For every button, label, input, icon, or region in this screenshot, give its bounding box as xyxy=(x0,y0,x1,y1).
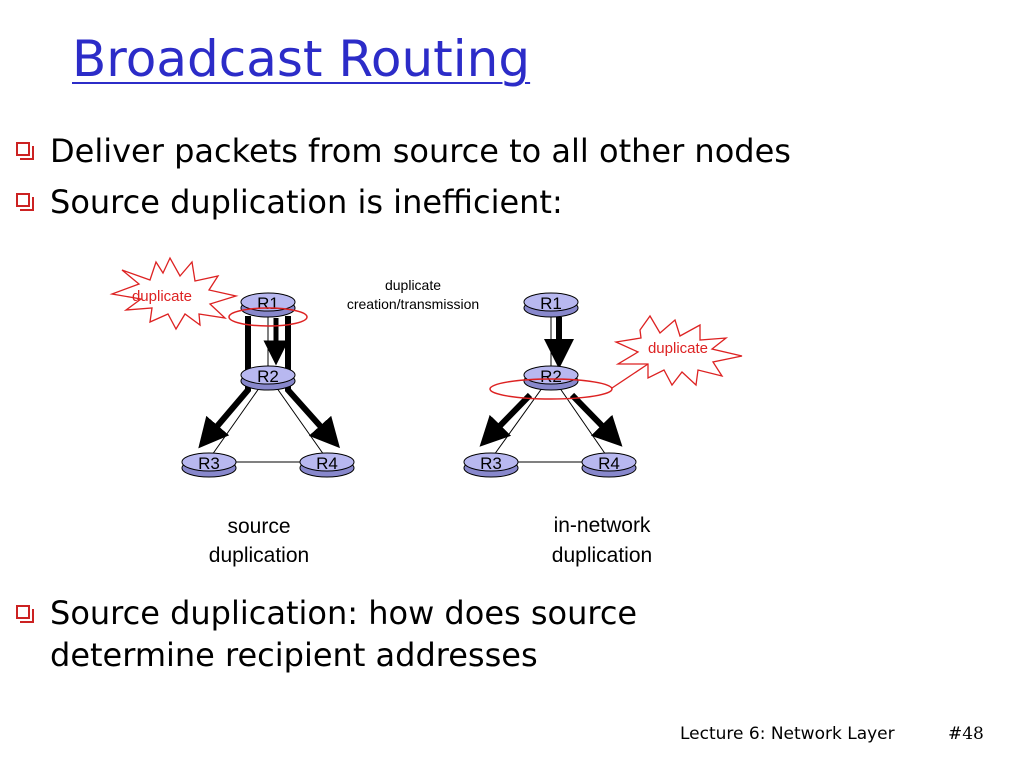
page-title: Broadcast Routing xyxy=(72,30,531,88)
duplicate-burst-right: duplicate xyxy=(613,314,743,387)
right-caption-line1: in-network xyxy=(554,514,651,537)
left-arrow-to-r3 xyxy=(198,316,251,449)
footer-lecture-title: Lecture 6: Network Layer xyxy=(680,724,895,744)
router-label: R3 xyxy=(198,454,220,473)
router-r2: R2 xyxy=(240,365,296,391)
right-arrow-to-r3 xyxy=(479,392,533,447)
footer-page-number: #48 xyxy=(948,724,984,744)
router-label: R2 xyxy=(257,367,279,386)
left-caption-line2: duplication xyxy=(209,544,309,567)
burst-pointer-line xyxy=(611,363,649,389)
router-label: R2 xyxy=(540,367,562,386)
router-r3: R3 xyxy=(181,452,237,478)
bullet-text: Deliver packets from source to all other… xyxy=(50,132,791,170)
router-label: R1 xyxy=(540,294,562,313)
router-label: R1 xyxy=(257,294,279,313)
checkbox-bullet-icon xyxy=(16,605,34,623)
router-label: R3 xyxy=(480,454,502,473)
right-network: R1 R2 R3 R4 duplicate in-network duplica… xyxy=(463,292,743,567)
bullet-text: Source duplication: how does source dete… xyxy=(50,594,638,674)
router-r3: R3 xyxy=(463,452,519,478)
router-r1: R1 xyxy=(240,292,296,318)
router-label: R4 xyxy=(598,454,620,473)
duplicate-highlight-right xyxy=(489,378,613,400)
router-r4: R4 xyxy=(299,452,355,478)
checkbox-bullet-icon xyxy=(16,142,34,160)
bullet-text: Source duplication is inefficient: xyxy=(50,183,563,221)
top-label-line1: duplicate xyxy=(385,277,441,293)
router-r2: R2 xyxy=(523,365,579,391)
right-caption-line2: duplication xyxy=(552,544,652,567)
duplicate-burst-left: duplicate xyxy=(109,256,239,331)
router-label: R4 xyxy=(316,454,338,473)
left-caption-line1: source xyxy=(227,515,290,538)
duplicate-burst-label: duplicate xyxy=(648,340,708,357)
top-label-line2: creation/transmission xyxy=(347,296,479,312)
left-network: R1 R2 R3 R4 duplicate source duplication xyxy=(109,256,355,567)
router-r4: R4 xyxy=(581,452,637,478)
checkbox-bullet-icon xyxy=(16,193,34,211)
right-arrow-to-r4 xyxy=(569,392,623,447)
duplicate-burst-label: duplicate xyxy=(132,288,192,305)
router-r1: R1 xyxy=(523,292,579,318)
left-arrow-to-r4 xyxy=(285,316,340,449)
duplicate-highlight-left xyxy=(228,307,308,327)
